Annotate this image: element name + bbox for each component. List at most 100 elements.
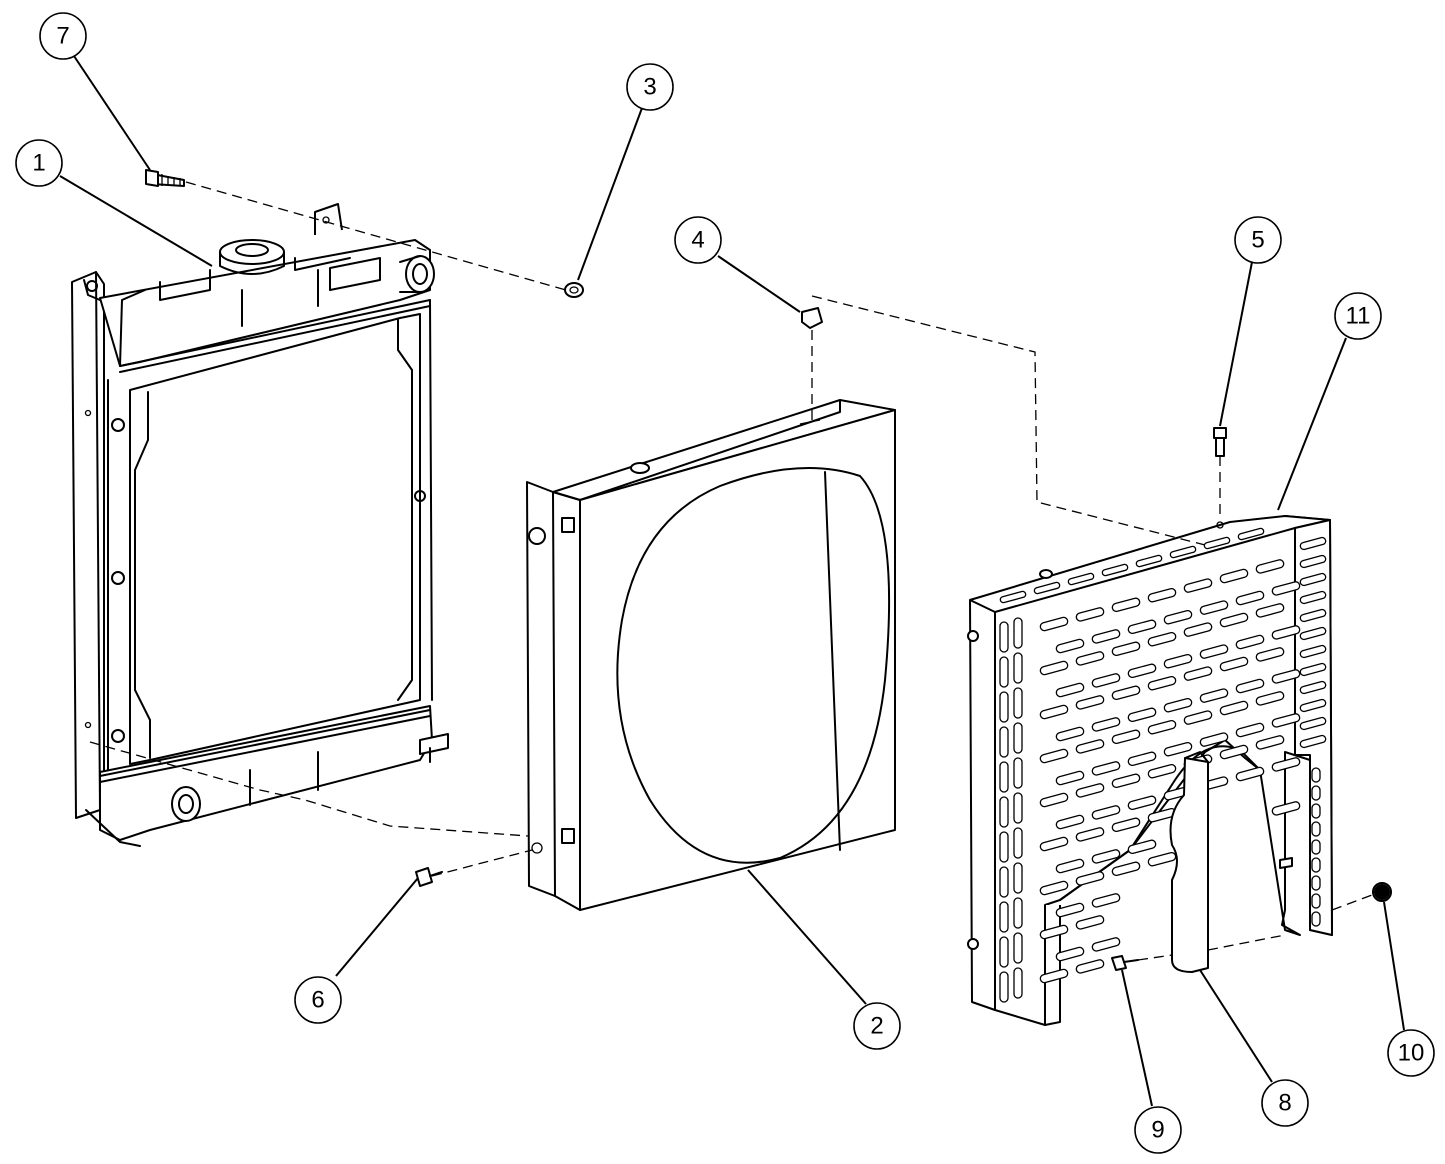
guard-slot — [1111, 861, 1141, 877]
guard-slot — [1013, 722, 1023, 754]
guard-slot — [1111, 773, 1141, 789]
guard-slot — [1091, 761, 1121, 776]
guard-slot — [1299, 698, 1327, 713]
balloon-10: 10 — [1387, 1029, 1435, 1077]
guard-slot — [1183, 710, 1213, 725]
guard-slot — [1299, 734, 1327, 749]
guard-slot — [1091, 893, 1121, 908]
guard-slot — [1311, 767, 1321, 783]
guard-slot — [1075, 915, 1105, 930]
guard-slot — [1255, 735, 1285, 750]
balloon-7: 7 — [39, 12, 87, 60]
balloon-2-label: 2 — [870, 1013, 883, 1040]
guard-slot — [1147, 587, 1177, 603]
balloon-6: 6 — [294, 976, 342, 1024]
guard-slot — [999, 761, 1009, 793]
guard-slot — [1299, 536, 1327, 551]
guard-slot — [1183, 666, 1213, 681]
guard-slot — [1299, 572, 1327, 587]
guard-slot — [1055, 946, 1085, 962]
guard-slot — [1039, 792, 1069, 808]
guard-slot — [1183, 578, 1213, 593]
guard-slot — [1055, 726, 1085, 742]
guard-slot — [1271, 801, 1301, 816]
guard-slot — [1299, 662, 1327, 677]
guard-slot — [1039, 836, 1069, 852]
balloon-4: 4 — [674, 216, 722, 264]
guard-slot — [1255, 559, 1285, 574]
guard-slot — [1013, 617, 1023, 649]
guard-slot — [1075, 695, 1105, 710]
balloon-8-label: 8 — [1278, 1090, 1291, 1117]
guard-slot — [1219, 656, 1249, 672]
guard-slots — [999, 527, 1327, 1003]
guard-slot — [1111, 729, 1141, 745]
guard-slot — [1235, 634, 1265, 650]
balloon-9: 9 — [1134, 1106, 1182, 1154]
guard-slot — [1055, 814, 1085, 830]
guard-slot — [1055, 638, 1085, 654]
fasteners — [145, 169, 1392, 971]
leader-6 — [335, 877, 419, 977]
guard-slot — [1311, 875, 1321, 891]
leader-11 — [1277, 337, 1347, 511]
guard-slot — [1111, 641, 1141, 657]
guard-slot — [1163, 697, 1193, 713]
guard-slot — [1075, 651, 1105, 666]
guard-slot — [1013, 897, 1023, 929]
guard-slot — [999, 726, 1009, 758]
guard-slot — [1299, 716, 1327, 731]
guard-slot — [1271, 581, 1301, 596]
guard-slot — [1013, 862, 1023, 894]
guard-slot — [999, 691, 1009, 723]
leader-3 — [577, 107, 643, 281]
guard-slot — [1311, 785, 1321, 801]
guard-slot — [1091, 673, 1121, 688]
guard-slot — [999, 971, 1009, 1003]
guard-slot — [1203, 536, 1231, 550]
guard-slot — [1311, 821, 1321, 837]
guard-slot — [1075, 607, 1105, 622]
guard-slot — [1091, 629, 1121, 644]
guard-slot — [999, 796, 1009, 828]
guard-slot — [1271, 669, 1301, 684]
guard-slot — [1255, 647, 1285, 662]
guard-slot — [1127, 663, 1157, 679]
guard-slot — [1255, 603, 1285, 618]
leader-1 — [59, 175, 213, 267]
guard-slot — [1235, 590, 1265, 606]
balloon-5-label: 5 — [1251, 227, 1264, 254]
guard-slot — [1013, 757, 1023, 789]
balloon-7-label: 7 — [56, 23, 69, 50]
guard-slot — [1299, 554, 1327, 569]
guard-slot — [999, 656, 1009, 688]
guard-slot — [1255, 691, 1285, 706]
guard-slot — [1101, 563, 1129, 577]
guard-slot — [1299, 608, 1327, 623]
guard-slot — [999, 831, 1009, 863]
guard-slot — [1039, 968, 1069, 984]
guard-slot — [1055, 902, 1085, 918]
guard-slot — [1091, 937, 1121, 952]
guard-slot — [1013, 827, 1023, 859]
leader-10 — [1383, 901, 1405, 1031]
balloon-6-label: 6 — [311, 987, 324, 1014]
guard-slot — [1039, 704, 1069, 720]
guard-slot — [1169, 545, 1197, 559]
balloon-5: 5 — [1234, 216, 1282, 264]
mount-bracket — [1169, 751, 1209, 973]
guard-slot — [1013, 967, 1023, 999]
balloon-11-label: 11 — [1346, 303, 1371, 330]
guard-slot — [1135, 554, 1163, 568]
guard-slot — [1199, 600, 1229, 615]
fan-guard — [967, 515, 1333, 1026]
leader-5 — [1219, 261, 1253, 427]
leader-2 — [747, 869, 867, 1005]
guard-slot — [1039, 924, 1069, 940]
guard-slot — [1055, 682, 1085, 698]
guard-slot — [1033, 581, 1061, 595]
guard-slot — [1311, 911, 1321, 927]
guard-slot — [1219, 700, 1249, 716]
guard-slot — [1013, 792, 1023, 824]
guard-slot — [1271, 625, 1301, 640]
